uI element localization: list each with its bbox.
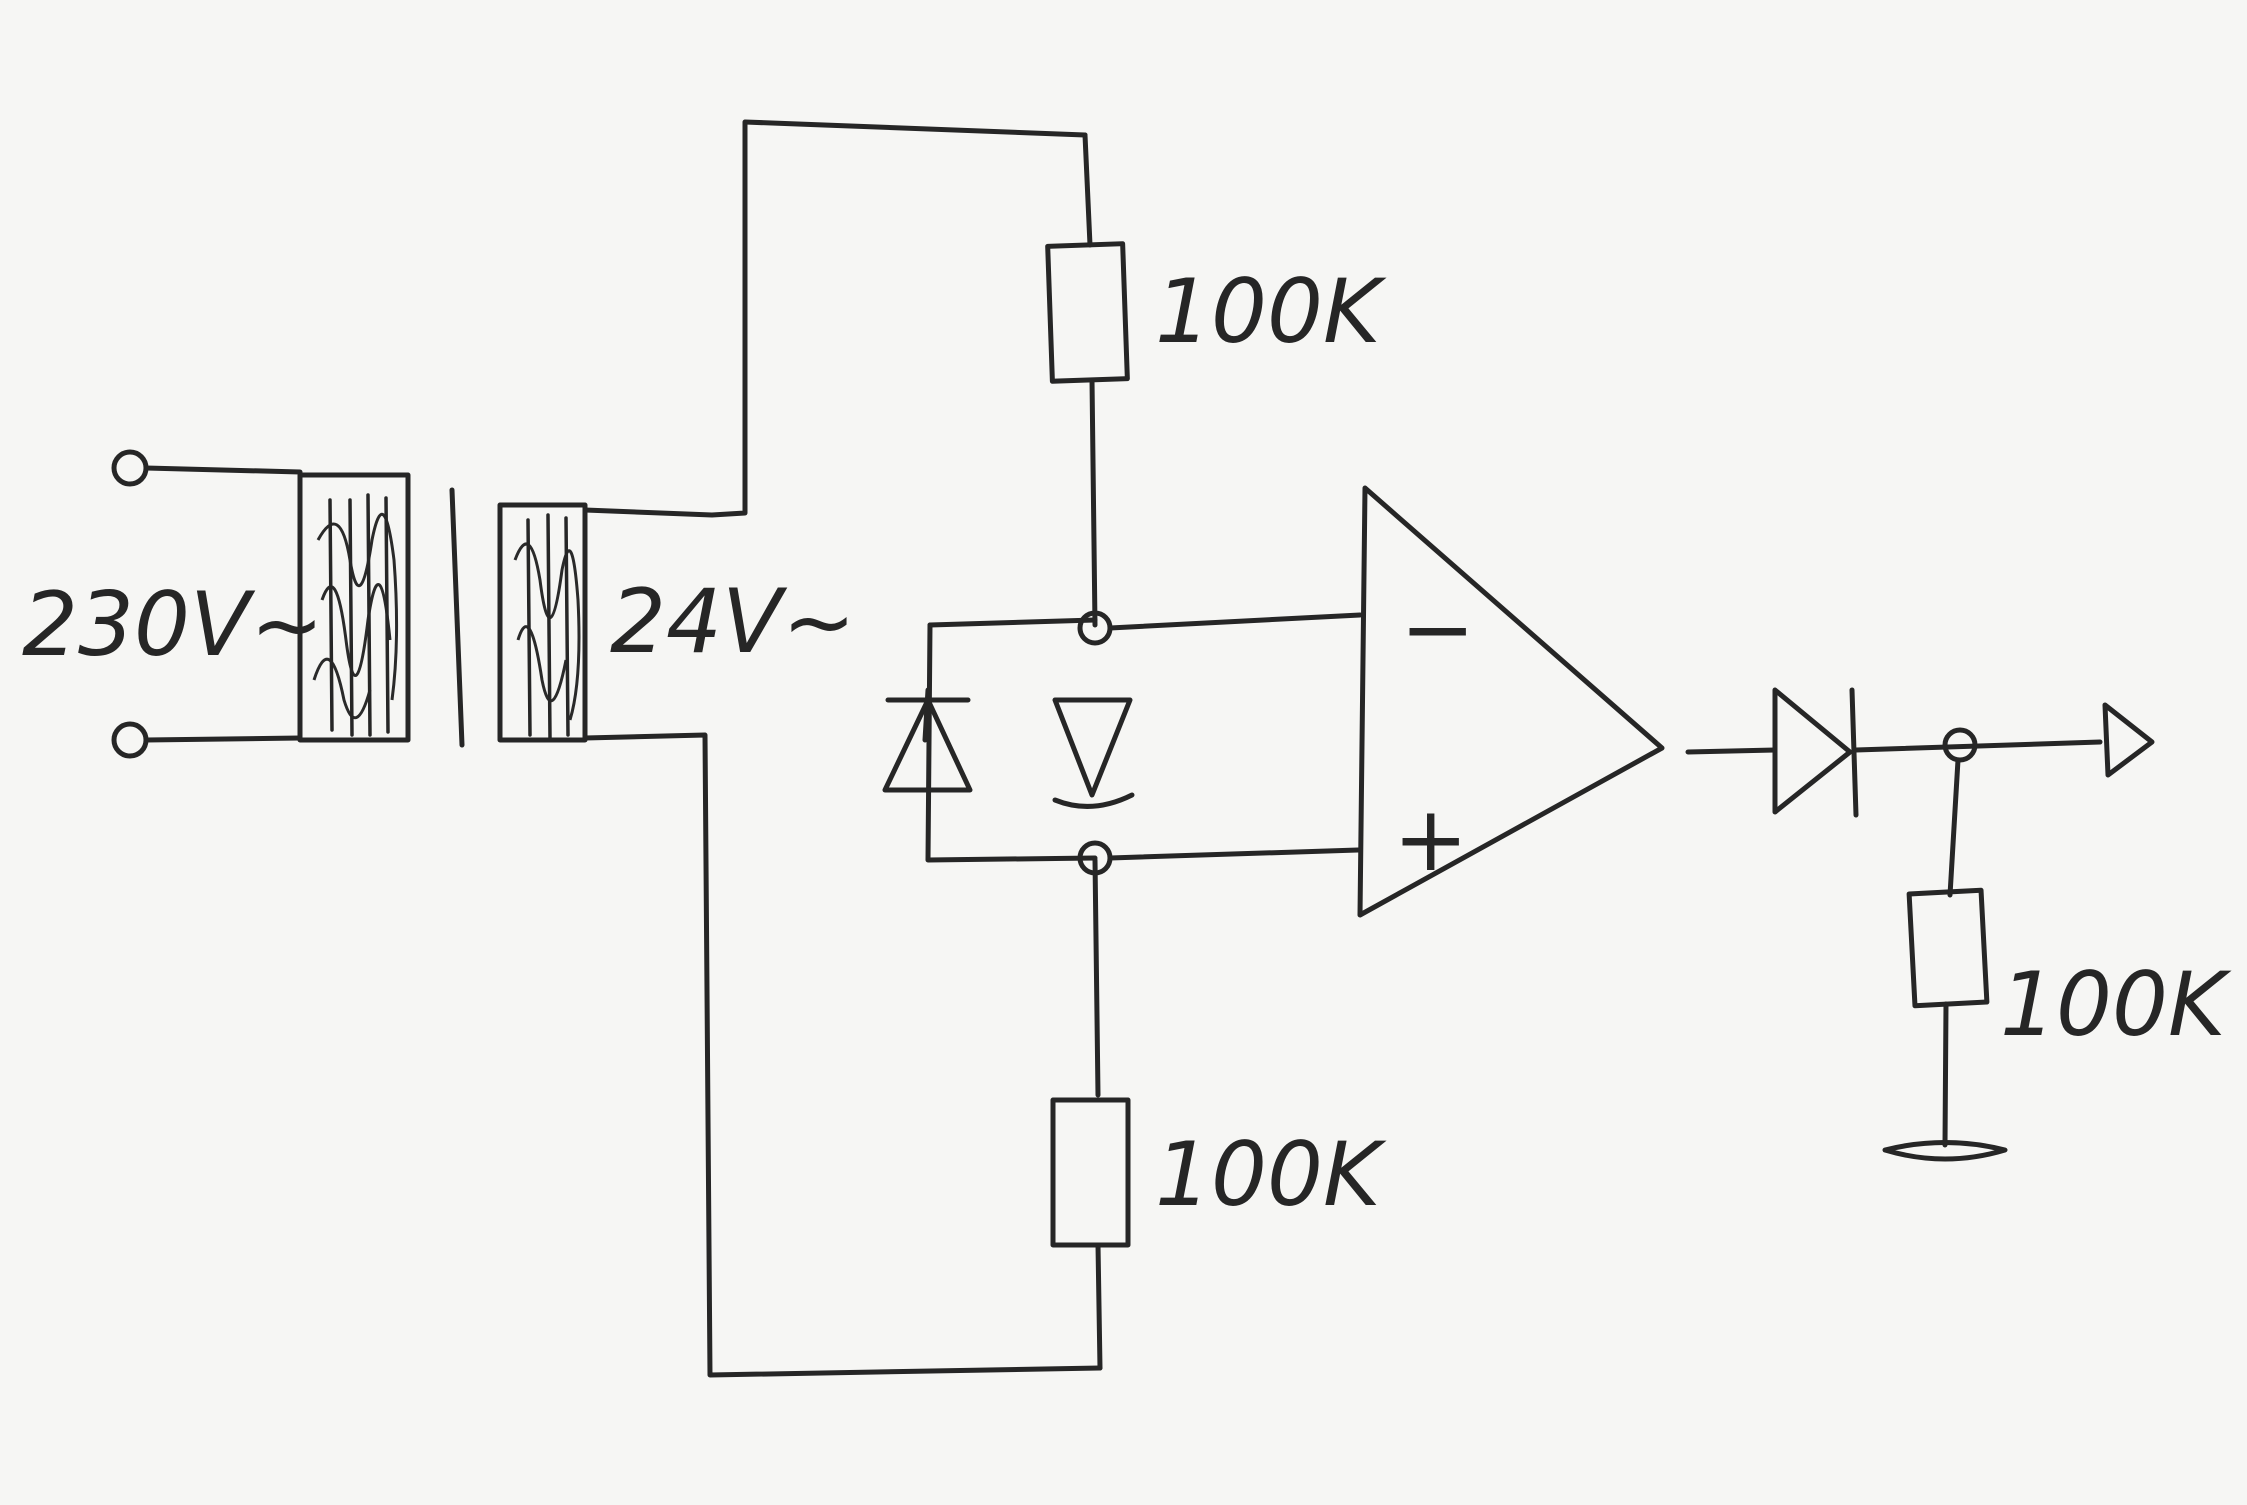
opamp-plus-sign: + [1393, 787, 1468, 892]
primary-voltage-label: 230V~ [22, 573, 324, 676]
secondary-winding [497, 502, 588, 743]
output-stage [1685, 687, 2155, 1162]
primary-lead-bottom [143, 735, 303, 743]
opamp-minus-sign: − [1400, 577, 1475, 682]
opamp: − + [1107, 485, 1665, 918]
divider-leg [1045, 132, 1131, 1371]
output-arrow [2102, 702, 2155, 778]
resistor-top [1045, 241, 1130, 384]
input-terminal-bottom [111, 721, 149, 759]
primary-winding [297, 472, 411, 743]
resistor-bottom-label: 100K [1155, 1123, 1387, 1226]
secondary-voltage-label: 24V~ [610, 570, 856, 673]
resistor-output [1906, 887, 1990, 1009]
opamp-input-noninverting [1107, 847, 1361, 861]
opamp-input-inverting [1107, 612, 1363, 631]
ground-symbol [1882, 1140, 2008, 1162]
resistor-top-label: 100K [1155, 260, 1387, 363]
secondary-wiring [582, 119, 1103, 1378]
input-terminal-top [111, 449, 149, 487]
primary-input [111, 449, 303, 759]
transformer [297, 472, 588, 748]
diode-pair [882, 610, 1135, 876]
diode-center [1052, 697, 1135, 809]
primary-lead-top [143, 465, 303, 475]
resistor-output-label: 100K [2000, 953, 2232, 1056]
opamp-body [1357, 485, 1665, 918]
transformer-core [449, 487, 465, 748]
resistor-bottom [1050, 1097, 1131, 1248]
output-diode [1772, 687, 1859, 818]
diode-left [882, 687, 973, 793]
